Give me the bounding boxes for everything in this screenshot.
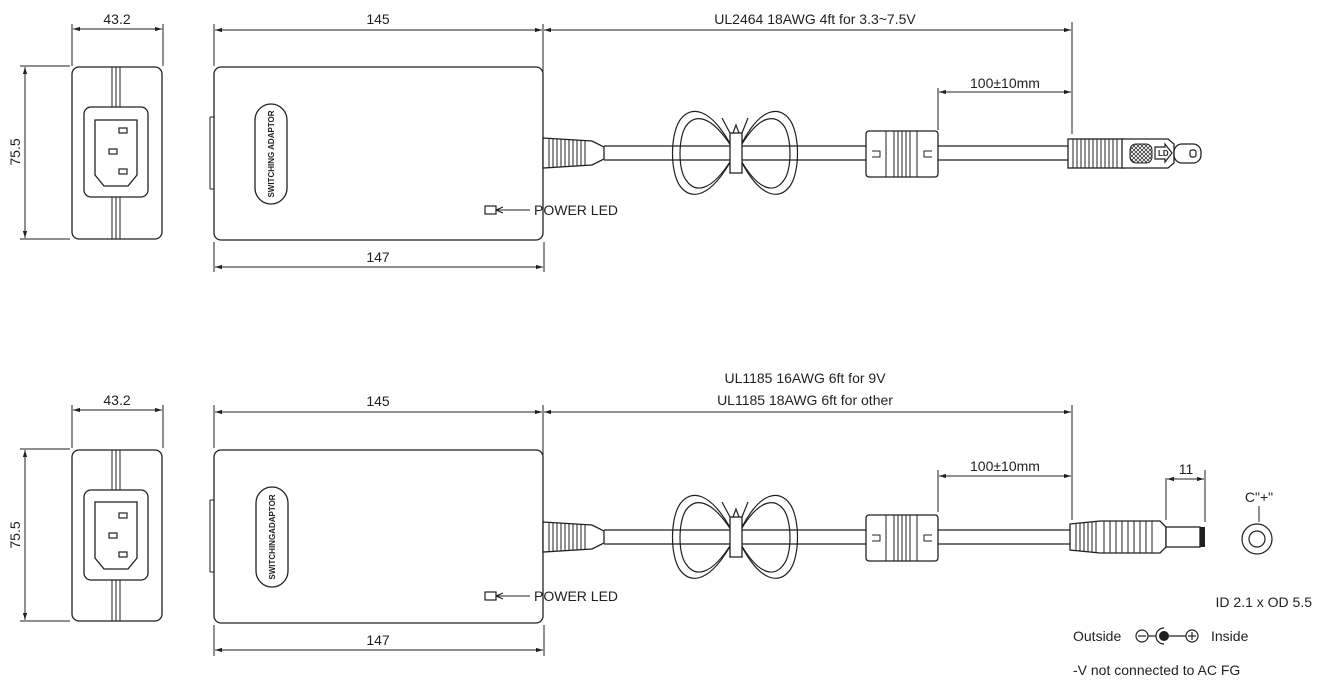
end-view: 43.2 75.5 (7, 392, 164, 622)
din-plug: LD (1067, 138, 1202, 169)
plug-face-view: C"+" (1241, 489, 1273, 555)
end-view: 43.2 75.5 (7, 11, 164, 240)
top-view: 145 SWITCHING ADAPTOR POWER LED 147 (209, 11, 618, 272)
plug-size-label: ID 2.1 x OD 5.5 (1216, 594, 1313, 610)
end-view-height-label: 75.5 (7, 521, 23, 548)
cable-assembly: UL1185 16AWG 6ft for 9V UL1185 18AWG 6ft… (542, 370, 1313, 678)
connector-distance-label: 100±10mm (970, 458, 1040, 474)
connector-distance-label: 100±10mm (970, 75, 1040, 91)
svg-text:LD: LD (1158, 149, 1169, 158)
cable-spec-line-1: UL1185 16AWG 6ft for 9V (724, 370, 886, 386)
ferrite-core (865, 514, 939, 562)
switching-adaptor-label-badge (255, 486, 289, 588)
length-top-label: 145 (366, 11, 390, 27)
polarity-inside-label: Inside (1211, 628, 1249, 644)
cable-spec-line-1: UL2464 18AWG 4ft for 3.3~7.5V (714, 11, 916, 27)
end-view-width-label: 43.2 (103, 11, 130, 27)
iec-c14-inlet (83, 489, 149, 581)
diagram-2: 43.2 75.5 145 (7, 370, 1312, 678)
length-bottom-label: 147 (366, 632, 390, 648)
cable-tie (671, 494, 799, 579)
plug-face-label: C"+" (1245, 489, 1273, 505)
iec-c14-inlet (83, 106, 149, 198)
cable-assembly: UL2464 18AWG 4ft for 3.3~7.5V (542, 11, 1202, 195)
polarity-outside-label: Outside (1073, 628, 1121, 644)
plus-icon (1185, 629, 1199, 643)
polarity-symbol: Outside Inside (1073, 627, 1249, 645)
power-led-label: POWER LED (534, 202, 618, 218)
ferrite-core (865, 130, 939, 178)
ground-note: -V not connected to AC FG (1073, 662, 1240, 678)
power-led-label: POWER LED (534, 588, 618, 604)
cable-tie (671, 110, 799, 195)
dc-barrel-plug (1069, 520, 1205, 554)
length-bottom-label: 147 (366, 249, 390, 265)
cable-spec-line-2: UL1185 18AWG 6ft for other (717, 392, 893, 408)
plug-length-label: 11 (1179, 461, 1194, 477)
body-text: SWITCHING ADAPTOR (267, 110, 276, 197)
body-text: SWITCHINGADAPTOR (268, 494, 277, 579)
switching-adaptor-label-badge (254, 103, 288, 205)
diagram-1: 43.2 75.5 145 (7, 11, 1202, 272)
end-view-width-label: 43.2 (103, 392, 130, 408)
length-top-label: 145 (366, 393, 390, 409)
end-view-height-label: 75.5 (7, 138, 23, 165)
